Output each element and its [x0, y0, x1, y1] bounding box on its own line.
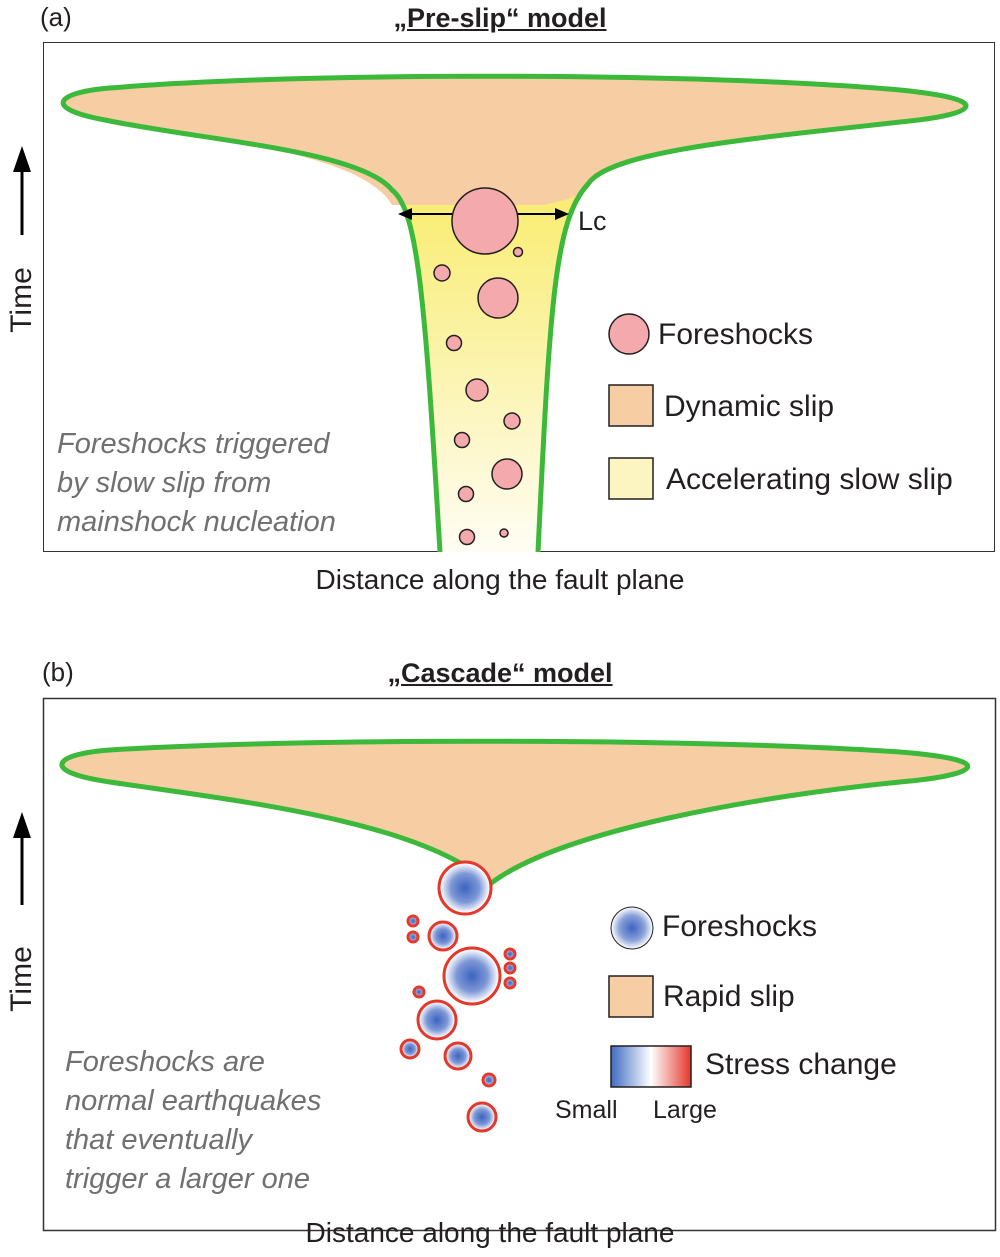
foreshock-a	[499, 528, 509, 538]
legend-rapid-slip-label: Rapid slip	[663, 980, 795, 1013]
foreshock-a	[491, 458, 523, 490]
foreshock-b	[406, 930, 420, 944]
panel-a-y-label: Time	[5, 267, 38, 333]
slip-outline	[60, 73, 969, 553]
foreshock-b	[466, 1101, 498, 1133]
foreshock-b	[416, 999, 458, 1041]
legend-b-foreshocks-label: Foreshocks	[662, 910, 818, 943]
legend-accelerating-slow-slip-label: Accelerating slow slip	[666, 463, 953, 496]
foreshock-a	[453, 431, 471, 449]
foreshock-b	[437, 860, 493, 916]
foreshock-a	[458, 528, 476, 546]
panel-a-title: „Pre-slip“ model	[393, 3, 607, 33]
foreshock-b	[503, 961, 517, 975]
rapid-slip-region	[59, 738, 971, 888]
panel-b-note-line: that eventually	[65, 1124, 253, 1156]
foreshock-a	[445, 334, 463, 352]
panel-b-foreshocks	[399, 860, 517, 1133]
legend-dynamic-slip-swatch	[608, 384, 654, 427]
panel-a-note: Foreshocks triggered by slow slip from m…	[57, 425, 336, 542]
dynamic-slip-region	[63, 76, 966, 205]
foreshock-b	[399, 1038, 421, 1060]
legend-small-label: Small	[555, 1096, 618, 1124]
foreshock-b	[503, 947, 517, 961]
legend-stress-bar	[610, 1045, 692, 1088]
panel-b-label: (b)	[42, 657, 74, 687]
foreshock-b	[442, 946, 502, 1006]
panel-a-x-label: Distance along the fault plane	[315, 564, 685, 595]
foreshock-b	[412, 985, 426, 999]
panel-a-note-line: by slow slip from	[57, 467, 272, 499]
foreshock-b	[503, 976, 517, 990]
foreshock-a	[433, 264, 451, 282]
lc-arrow-right-head	[555, 208, 569, 220]
legend-stress-change-label: Stress change	[705, 1048, 897, 1081]
panel-a-note-line: Foreshocks triggered	[57, 428, 330, 460]
foreshock-a	[465, 378, 489, 402]
panel-b-x-label: Distance along the fault plane	[305, 1217, 675, 1248]
lc-label: Lc	[578, 206, 607, 236]
foreshock-a	[477, 277, 519, 319]
time-arrow-a-head	[13, 146, 31, 172]
foreshock-b	[443, 1041, 473, 1071]
foreshock-b	[427, 920, 459, 952]
foreshock-a	[503, 412, 521, 430]
foreshock-a	[451, 187, 519, 255]
legend-rapid-slip-swatch	[608, 975, 654, 1018]
panel-a-foreshocks	[433, 187, 524, 546]
foreshock-b	[406, 914, 420, 928]
legend-large-label: Large	[653, 1096, 717, 1124]
legend-foreshock-icon	[608, 313, 650, 355]
time-arrow-b-head	[13, 812, 31, 838]
foreshock-a	[512, 246, 524, 258]
panel-b-note: Foreshocks are normal earthquakes that e…	[65, 1043, 321, 1199]
panel-b-note-line: normal earthquakes	[65, 1085, 322, 1117]
panel-a-note-line: mainshock nucleation	[57, 506, 336, 538]
legend-dynamic-slip-label: Dynamic slip	[664, 390, 835, 423]
panel-b-note-line: trigger a larger one	[65, 1163, 311, 1195]
panel-a-label: (a)	[40, 2, 72, 32]
panel-b-frame	[42, 697, 997, 1232]
legend-slow-slip-swatch	[608, 457, 654, 500]
legend-foreshocks-label: Foreshocks	[658, 318, 814, 351]
panel-b-note-line: Foreshocks are	[65, 1046, 265, 1078]
panel-b-title: „Cascade“ model	[387, 658, 613, 688]
panel-b-y-label: Time	[5, 946, 38, 1012]
lc-arrow-left-head	[398, 208, 412, 220]
foreshock-a	[457, 485, 475, 503]
legend-foreshock-b-icon	[610, 906, 654, 950]
foreshock-b	[481, 1072, 497, 1088]
